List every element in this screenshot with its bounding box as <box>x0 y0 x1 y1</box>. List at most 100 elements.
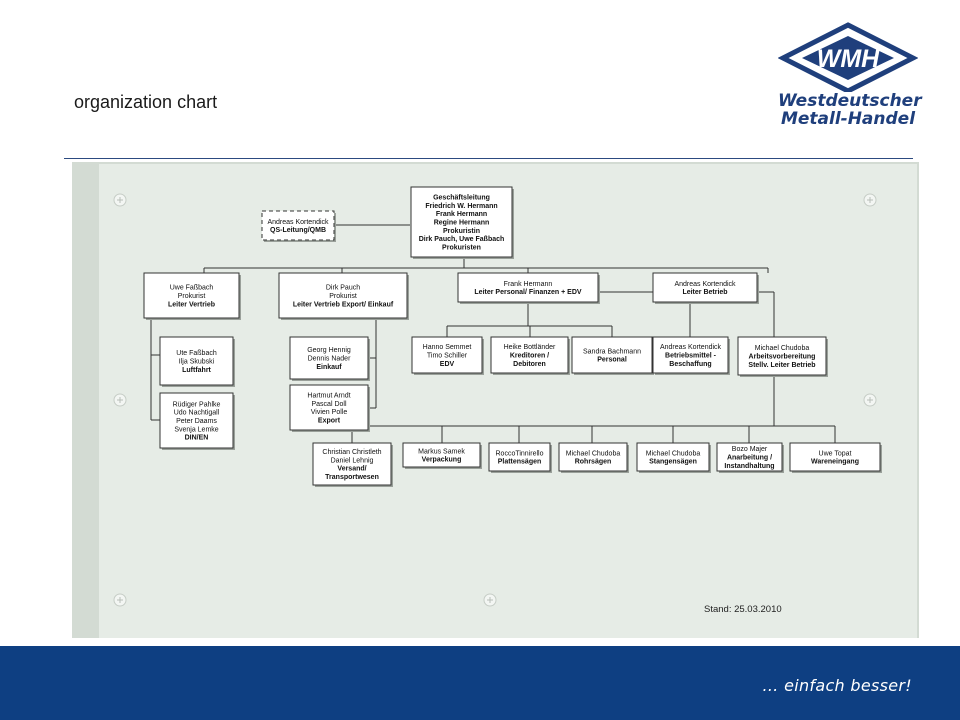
org-box-line: DIN/EN <box>185 435 209 442</box>
org-box-line: Svenja Lemke <box>174 426 218 433</box>
org-box-line: Leiter Personal/ Finanzen + EDV <box>474 289 582 296</box>
footer-slogan: … einfach besser! <box>762 676 912 695</box>
org-box-line: Michael Chudoba <box>755 345 810 352</box>
org-box-line: Versand/ <box>337 466 366 473</box>
org-box-line: Betriebsmittel - <box>665 352 717 359</box>
org-box-line: Michael Chudoba <box>646 450 701 457</box>
org-box-line: Prokuristin <box>443 228 480 235</box>
decorative-plus-icon <box>863 393 877 407</box>
org-box-line: Uwe Topat <box>819 450 852 457</box>
org-box-line: Leiter Vertrieb Export/ Einkauf <box>293 301 394 308</box>
org-box-line: Friedrich W. Hermann <box>425 203 497 210</box>
org-box-line: Rohrsägen <box>575 459 612 466</box>
org-box-line: Rüdiger Pahlke <box>173 401 221 408</box>
org-box-line: Beschaffung <box>669 361 711 368</box>
org-box-line: RoccoTinnirello <box>496 450 544 457</box>
org-box-line: QS-Leitung/QMB <box>270 227 326 234</box>
org-box-line: Bozo Majer <box>732 446 768 453</box>
org-box-line: Uwe Faßbach <box>170 285 214 292</box>
org-box-line: Einkauf <box>316 364 342 371</box>
org-box-line: Andreas Kortendick <box>267 219 329 226</box>
org-box-line: Andreas Kortendick <box>674 281 736 288</box>
org-box-line: Prokurist <box>329 293 357 300</box>
org-box-line: Daniel Lehnig <box>331 457 374 464</box>
org-box-line: Wareneingang <box>811 459 859 466</box>
org-box-line: Dennis Nader <box>308 355 351 362</box>
org-box-line: Heike Bottländer <box>504 344 556 351</box>
decorative-plus-icon <box>113 393 127 407</box>
org-box-line: Georg Hennig <box>307 347 351 354</box>
decorative-plus-icon <box>483 593 497 607</box>
org-box-line: Ute Faßbach <box>176 350 217 357</box>
org-box-line: Arbeitsvorbereitung <box>749 353 816 360</box>
org-box-line: Frank Hermann <box>436 211 487 218</box>
org-box-line: Instandhaltung <box>724 463 774 470</box>
org-box-line: Timo Schiller <box>427 352 468 359</box>
page-title: organization chart <box>74 92 218 112</box>
org-box-line: Leiter Betrieb <box>682 289 727 296</box>
org-box-line: Andreas Kortendick <box>660 344 722 351</box>
org-box-line: Dirk Pauch, Uwe Faßbach <box>419 236 505 243</box>
org-box-line: Michael Chudoba <box>566 450 621 457</box>
org-box-line: Plattensägen <box>498 459 542 466</box>
org-box-line: Transportwesen <box>325 474 379 481</box>
org-box-line: Ilja Skubski <box>179 358 215 365</box>
stand-date: Stand: 25.03.2010 <box>704 604 782 615</box>
org-box-line: Prokuristen <box>442 244 481 251</box>
footer-bar: … einfach besser! <box>0 646 960 720</box>
header-divider <box>64 158 913 159</box>
org-box-line: Frank Hermann <box>504 281 553 288</box>
box-arbeitsvorbereitung: Michael ChudobaArbeitsvorbereitungStellv… <box>737 336 828 377</box>
org-box-line: Regine Hermann <box>434 219 490 226</box>
decorative-plus-icon <box>863 193 877 207</box>
org-box-line: Peter Daams <box>176 418 217 425</box>
decorative-plus-icon <box>113 593 127 607</box>
org-box-line: Prokurist <box>178 293 206 300</box>
org-box-line: Christian Christleth <box>322 449 381 456</box>
org-box-line: Personal <box>597 357 627 364</box>
org-box-line: Luftfahrt <box>182 367 211 374</box>
company-logo: WMH Westdeutscher Metall-Handel <box>778 22 922 132</box>
logo-line-2: Metall-Handel <box>780 109 916 129</box>
logo-mark: WMH <box>817 45 880 73</box>
org-box-line: EDV <box>440 361 455 368</box>
org-box-line: Leiter Vertrieb <box>168 301 215 308</box>
org-box-line: Pascal Doll <box>311 401 346 408</box>
decorative-plus-icon <box>113 193 127 207</box>
org-box-line: Geschäftsleitung <box>433 195 490 202</box>
org-box-line: Udo Nachtigall <box>174 410 220 417</box>
wmh-diamond-icon: WMH <box>778 22 918 92</box>
org-box-line: Kreditoren / <box>510 352 549 359</box>
org-box-line: Anarbeitung / <box>727 454 772 461</box>
org-box-line: Sandra Bachmann <box>583 348 641 355</box>
org-box-line: Verpackung <box>422 457 462 464</box>
org-box-line: Vivien Polle <box>311 409 348 416</box>
org-box-line: Stellv. Leiter Betrieb <box>748 362 815 369</box>
org-box-line: Export <box>318 417 341 424</box>
org-box-line: Hanno Semmet <box>423 344 472 351</box>
org-box-line: Stangensägen <box>649 459 697 466</box>
